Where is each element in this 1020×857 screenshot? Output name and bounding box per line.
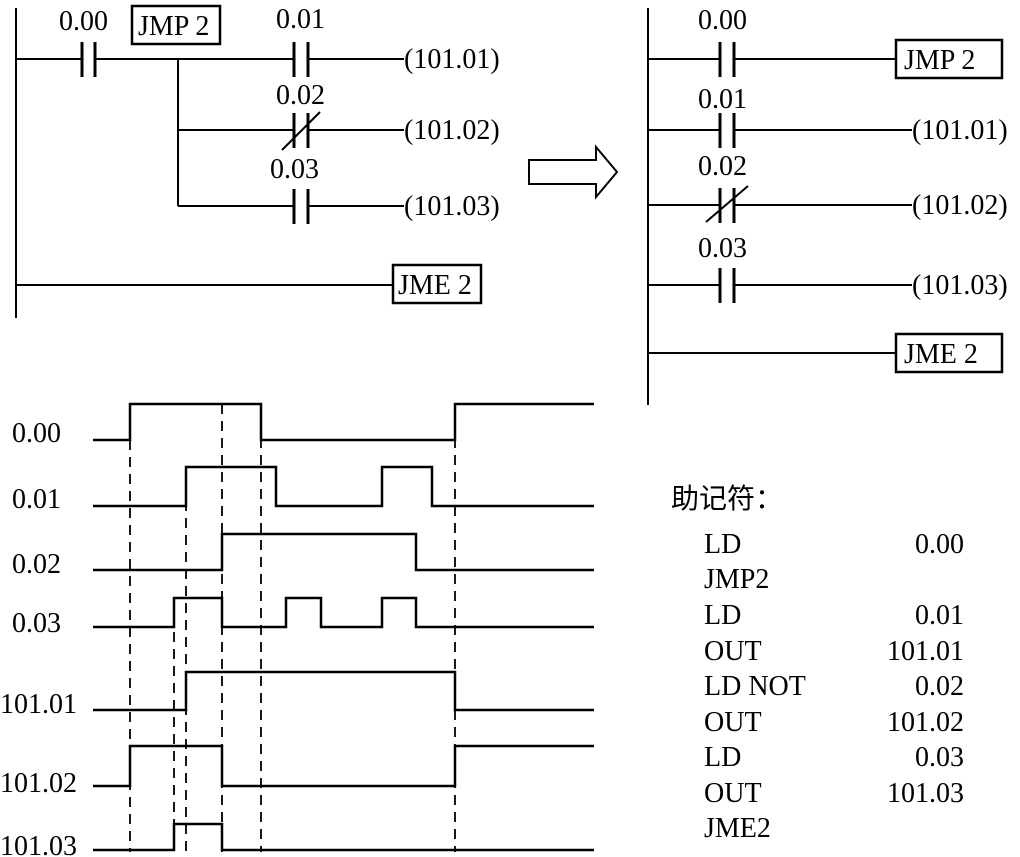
left-jme-box [391, 263, 483, 305]
timing-label-0-03: 0.03 [12, 608, 61, 639]
mnemonic-op-6: OUT [704, 707, 762, 738]
mnemonic-op-3: LD [704, 600, 741, 631]
right-coil-101-01: (101.01) [912, 115, 1008, 146]
mnemonic-arg-1: 0.00 [915, 529, 964, 560]
timing-label-101-01: 101.01 [0, 689, 77, 720]
mnemonic-arg-5: 0.02 [915, 671, 964, 702]
left-jme-label: JME 2 [398, 270, 472, 301]
mnemonic-op-8: OUT [704, 778, 762, 809]
timing-label-0-00: 0.00 [12, 418, 61, 449]
mnemonic-op-2: JMP2 [704, 564, 769, 595]
mnemonic-arg-8: 101.03 [887, 778, 964, 809]
left-contact-0-03-label: 0.03 [270, 154, 319, 185]
mnemonic-op-9: JME2 [704, 813, 771, 844]
right-contact-0-02-label: 0.02 [698, 151, 747, 182]
timing-signal-0-01 [93, 465, 594, 508]
timing-label-0-01: 0.01 [12, 484, 61, 515]
right-jme-label: JME 2 [904, 339, 978, 370]
mnemonic-arg-7: 0.03 [915, 742, 964, 773]
right-jme-box [894, 332, 1004, 374]
left-jmp-label: JMP 2 [138, 11, 209, 42]
right-contact-0-01 [718, 113, 736, 148]
left-contact-0-00 [80, 42, 97, 77]
right-coil-101-02: (101.02) [912, 190, 1008, 221]
timing-signal-0-00 [93, 402, 594, 442]
mnemonic-op-1: LD [704, 529, 741, 560]
mnemonic-op-4: OUT [704, 636, 762, 667]
timing-label-101-03: 101.03 [0, 831, 77, 857]
right-coil-101-03: (101.03) [912, 270, 1008, 301]
timing-signal-101-03 [93, 822, 594, 852]
right-jmp-box [894, 38, 1004, 80]
left-contact-0-01 [292, 42, 310, 77]
left-coil-101-01: (101.01) [404, 44, 500, 75]
mnemonic-op-7: LD [704, 742, 741, 773]
right-contact-0-03-label: 0.03 [698, 233, 747, 264]
left-coil-101-02: (101.02) [404, 115, 500, 146]
mnemonic-list: 助记符： LD 0.00 JMP2 LD 0.01 OUT 101.01 LD … [671, 483, 964, 844]
right-contact-0-00 [718, 42, 736, 77]
left-contact-0-03 [292, 189, 310, 224]
timing-label-101-02: 101.02 [0, 768, 77, 799]
right-contact-0-03 [718, 268, 736, 303]
left-ladder: 0.00 JMP 2 0.01 (101.01) 0.02 (101.02) 0… [15, 4, 500, 318]
mnemonic-arg-3: 0.01 [915, 600, 964, 631]
timing-signal-101-02 [93, 744, 594, 788]
mnemonic-title: 助记符： [671, 483, 783, 515]
transform-arrow-icon [528, 144, 619, 200]
right-jmp-label: JMP 2 [904, 45, 975, 76]
timing-diagram: 0.00 0.01 0.02 0.03 101.01 101.02 101.03 [0, 402, 594, 857]
left-contact-0-01-label: 0.01 [276, 4, 325, 35]
mnemonic-op-5: LD NOT [704, 671, 806, 702]
left-jmp-box [130, 4, 222, 46]
right-contact-0-00-label: 0.00 [698, 5, 747, 36]
timing-signal-0-02 [93, 532, 594, 572]
left-contact-0-02-label: 0.02 [276, 80, 325, 111]
left-coil-101-03: (101.03) [404, 191, 500, 222]
timing-signal-101-01 [93, 670, 594, 712]
right-contact-0-01-label: 0.01 [698, 84, 747, 115]
left-contact-0-00-label: 0.00 [59, 6, 108, 37]
right-ladder: 0.00 JMP 2 0.01 (101.01) 0.02 (101.02) 0… [647, 5, 1008, 405]
timing-label-0-02: 0.02 [12, 549, 61, 580]
mnemonic-arg-4: 101.01 [887, 636, 964, 667]
mnemonic-arg-6: 101.02 [887, 707, 964, 738]
timing-signal-0-03 [93, 596, 594, 629]
